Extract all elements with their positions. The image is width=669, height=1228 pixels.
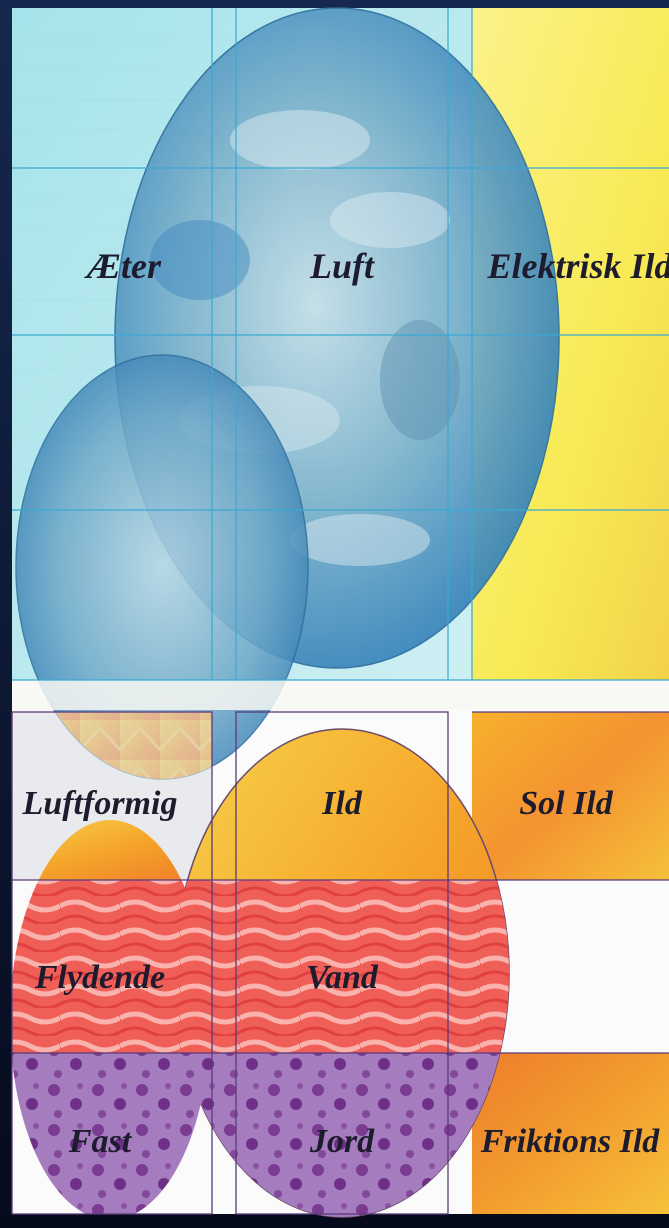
label-flydende: Flydende bbox=[34, 959, 165, 996]
label-sol-ild: Sol Ild bbox=[519, 785, 614, 822]
separator-band bbox=[12, 680, 669, 710]
diagram-panel bbox=[0, 8, 669, 1223]
label-elektrisk-ild: Elektrisk Ild bbox=[486, 246, 669, 286]
label-vand: Vand bbox=[306, 959, 379, 996]
label-ild: Ild bbox=[321, 785, 363, 822]
label-luftformig: Luftformig bbox=[22, 785, 178, 822]
label-fast: Fast bbox=[68, 1123, 133, 1160]
label-friktions-ild: Friktions Ild bbox=[480, 1123, 661, 1160]
label-jord: Jord bbox=[309, 1123, 375, 1160]
label-luft: Luft bbox=[309, 246, 375, 286]
label-aeter: Æter bbox=[84, 246, 162, 286]
